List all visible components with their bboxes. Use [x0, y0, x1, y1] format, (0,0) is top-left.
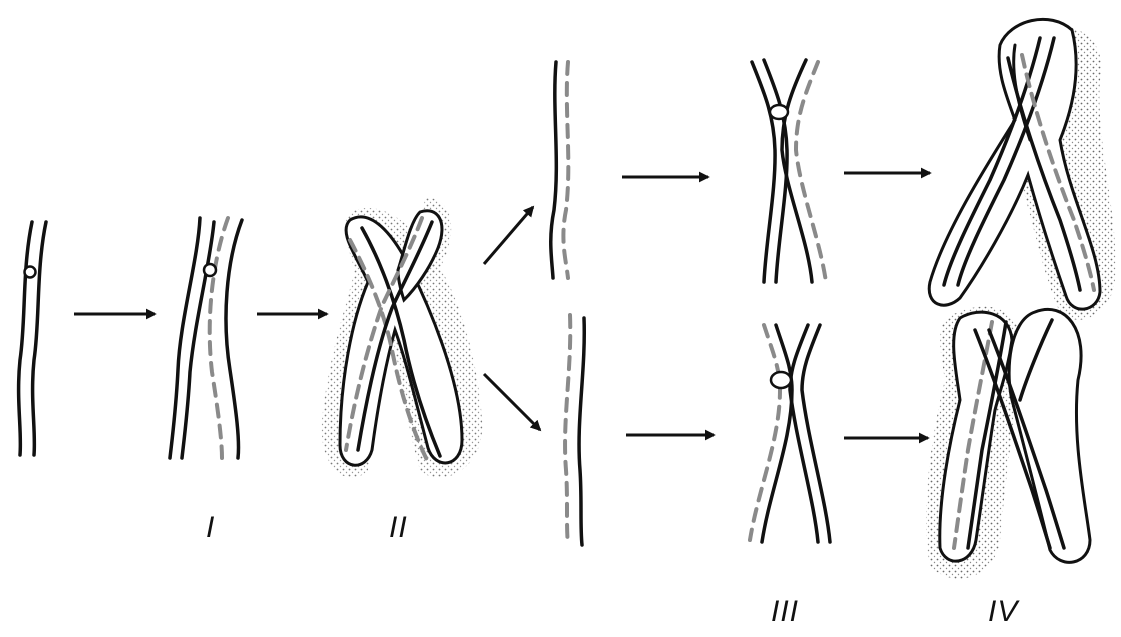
chromosome-unreplicated — [19, 222, 46, 455]
chromosome-stage-2 — [322, 198, 483, 478]
arrow-icon — [484, 207, 533, 264]
centromere-icon — [204, 264, 216, 276]
centromere-icon — [770, 105, 788, 119]
stage-label-2: II — [389, 511, 408, 545]
chromatid-lower — [565, 315, 584, 545]
chromosome-stage-4-lower — [926, 307, 1090, 579]
chromosome-stage-3-upper — [752, 60, 826, 282]
stage-label-3: III — [771, 595, 799, 629]
chromatid-upper — [551, 62, 569, 278]
chromosome-stage-1 — [170, 218, 242, 458]
stage-label-1: I — [206, 511, 215, 545]
centromere-icon — [25, 267, 36, 278]
chromosome-stage-3-lower — [750, 325, 830, 542]
centromere-icon — [771, 372, 791, 388]
arrow-icon — [484, 374, 540, 430]
stage-label-4: IV — [988, 595, 1018, 629]
chromosome-stage-4-upper — [929, 19, 1115, 319]
